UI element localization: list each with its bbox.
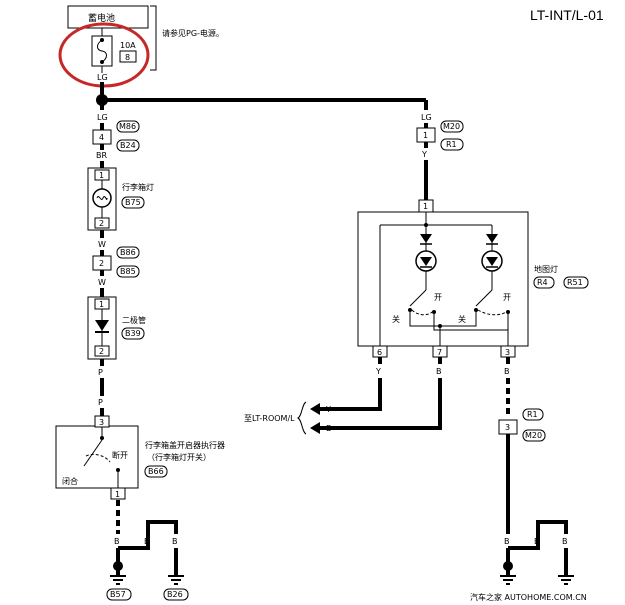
switch-on-label: 开 (503, 293, 511, 302)
battery-box (67, 5, 149, 29)
map-lamp-id: R51 (567, 278, 583, 287)
svg-text:3: 3 (505, 423, 510, 432)
actuator-state-open: 断开 (112, 450, 128, 460)
connector-id: M86 (119, 122, 136, 131)
diode-icon (486, 234, 498, 243)
arrow-icon (310, 403, 320, 415)
wire-lg-right: LG (421, 113, 432, 122)
svg-text:2: 2 (99, 259, 104, 268)
svg-text:2: 2 (99, 347, 104, 356)
wire-lg-left: LG (97, 113, 108, 122)
svg-text:Y: Y (325, 405, 331, 414)
wire-w1: W (98, 240, 106, 249)
ground-id: B57 (110, 590, 126, 599)
wire-b-mid: B (436, 367, 442, 376)
svg-text:B: B (172, 537, 178, 546)
arrow-icon (310, 422, 320, 434)
trunk-lamp-label: 行李箱灯 (122, 182, 154, 192)
svg-text:2: 2 (99, 219, 104, 228)
connector-id: R1 (527, 410, 538, 419)
switch-on-label: 开 (434, 293, 442, 302)
connector-id: M20 (525, 431, 542, 440)
svg-text:1: 1 (423, 131, 428, 140)
wire-b-right: B (504, 367, 510, 376)
diode-icon (420, 234, 432, 243)
connector-id: B85 (120, 267, 136, 276)
svg-text:4: 4 (99, 133, 104, 142)
actuator-state-closed: 闭合 (62, 476, 78, 486)
wire-y-out: Y (375, 367, 381, 376)
page-code: LT-INT/L-01 (530, 7, 604, 23)
to-room-label: 至LT-ROOM/L (244, 414, 295, 423)
svg-text:7: 7 (437, 348, 442, 357)
ground-id: B26 (167, 590, 183, 599)
actuator-label: 行李箱盖开启器执行器 (145, 440, 225, 450)
fuse-rating: 10A (120, 41, 136, 50)
actuator-id: B66 (148, 467, 164, 476)
svg-text:1: 1 (99, 300, 104, 309)
switch-off-label: 关 (458, 314, 466, 324)
battery-bracket (150, 5, 157, 71)
wire-p2: P (98, 398, 103, 407)
wire-p1: P (98, 368, 103, 377)
svg-text:1: 1 (99, 171, 104, 180)
connector-id: B24 (120, 141, 136, 150)
map-lamp-id: R4 (537, 278, 548, 287)
map-lamp-label: 地图灯 (534, 264, 558, 274)
svg-text:3: 3 (505, 348, 510, 357)
battery-note: 请参见PG-电源。 (162, 28, 224, 38)
svg-text:B: B (562, 537, 568, 546)
fuse-wire-color: LG (97, 73, 108, 82)
wire-y-right: Y (421, 150, 427, 159)
map-lamp-box (357, 211, 529, 347)
connector-id: B86 (120, 248, 136, 257)
actuator-switch-icon (83, 439, 103, 467)
diode-id: B39 (125, 329, 141, 338)
svg-text:1: 1 (115, 490, 120, 499)
svg-text:1: 1 (423, 202, 428, 211)
wire-br: BR (96, 151, 107, 160)
ground-wire-right-2: B (534, 537, 540, 546)
fuse-number: 8 (125, 53, 130, 62)
connector-id: M20 (443, 122, 460, 131)
diode-icon (95, 320, 109, 331)
wire-w2: W (98, 278, 106, 287)
ground-wire-right-1: B (504, 537, 510, 546)
svg-text:B: B (326, 424, 332, 433)
watermark: 汽车之家 AUTOHOME.COM.CN (470, 592, 587, 602)
ground-wire-left-2: B (144, 537, 150, 546)
svg-text:6: 6 (377, 348, 382, 357)
lamp-icon (92, 188, 112, 208)
ground-wire-left-1: B (114, 537, 120, 546)
actuator-box (55, 425, 139, 489)
switch-off-label: 关 (392, 314, 400, 324)
svg-text:3: 3 (99, 418, 104, 427)
battery-label: 蓄电池 (88, 12, 115, 24)
diode-label: 二极管 (122, 315, 146, 325)
connector-id: R1 (446, 140, 457, 149)
actuator-sublabel: （行李箱灯开关） (147, 452, 211, 462)
fuse-icon (97, 39, 107, 63)
trunk-lamp-id: B75 (125, 198, 141, 207)
